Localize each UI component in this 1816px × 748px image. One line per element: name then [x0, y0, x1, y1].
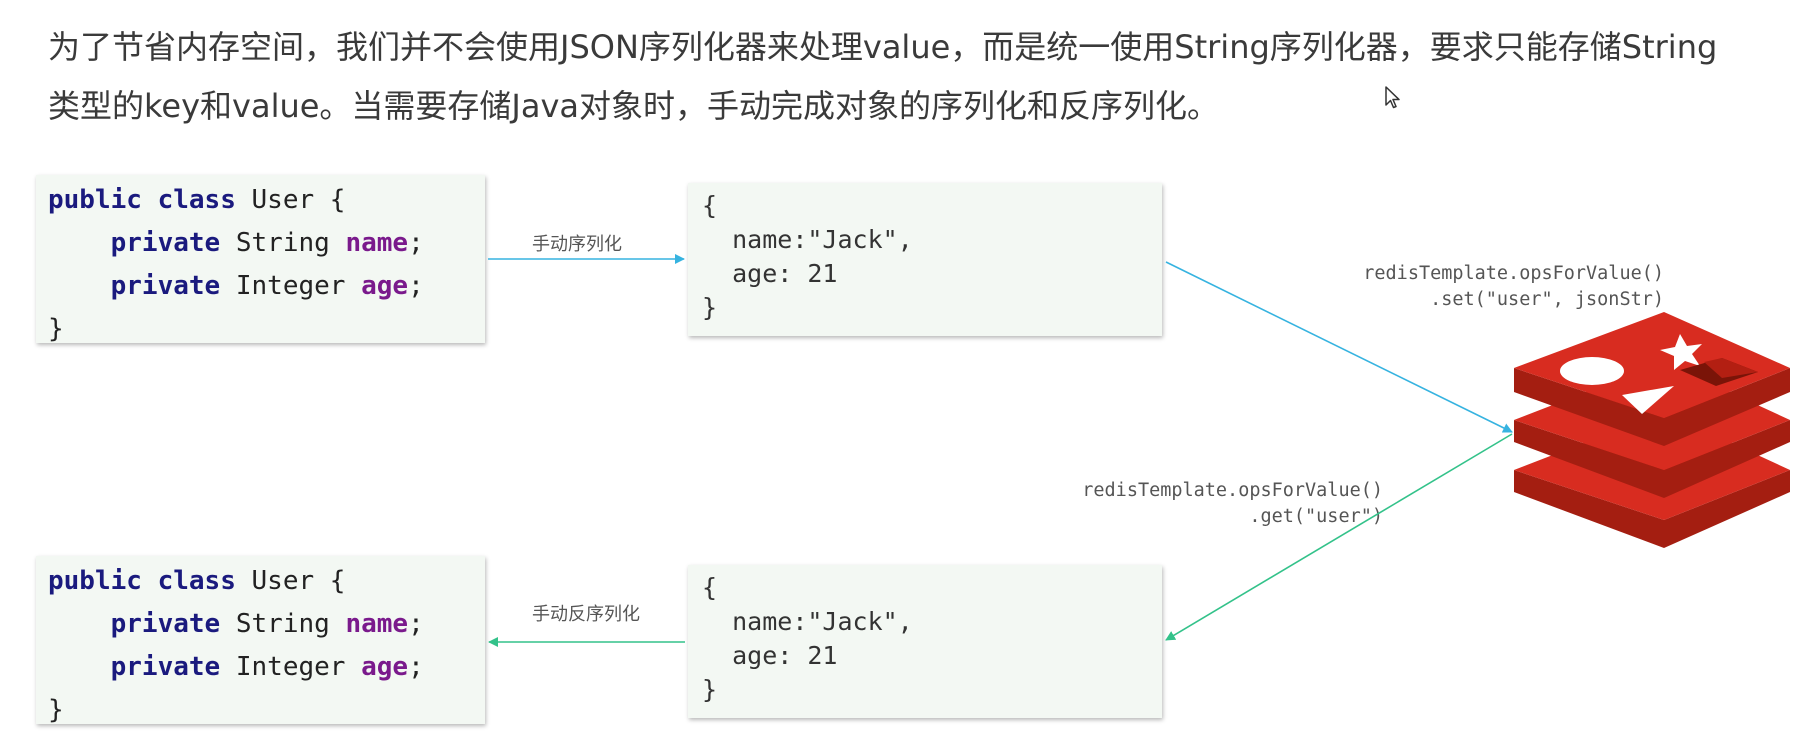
redis-logo-icon: [1514, 312, 1790, 548]
semicolon: ;: [408, 271, 424, 301]
intro-line-1: 为了节省内存空间，我们并不会使用JSON序列化器来处理value，而是统一使用S…: [48, 28, 1718, 66]
json-open-brace: {: [702, 573, 718, 602]
java-class-code: public class User { private String name;…: [48, 560, 424, 732]
field-name: age: [361, 652, 409, 682]
json-open-brace: {: [702, 191, 718, 220]
redis-set-call: redisTemplate.opsForValue() .set("user",…: [1363, 261, 1664, 313]
intro-line-2: 类型的key和value。当需要存储Java对象时，手动完成对象的序列化和反序列…: [48, 87, 1220, 125]
get-call-line-1: redisTemplate.opsForValue(): [1082, 480, 1383, 501]
field-name: name: [345, 609, 409, 639]
field-type: String: [235, 228, 330, 258]
keyword-public: public: [48, 185, 142, 215]
mouse-cursor-icon: [1385, 86, 1400, 109]
keyword-private: private: [110, 271, 221, 301]
close-brace: }: [48, 695, 64, 725]
json-age-line: age: 21: [732, 259, 838, 288]
json-name-line: name:"Jack",: [732, 607, 913, 636]
redis-get-call: redisTemplate.opsForValue() .get("user"): [1082, 478, 1383, 530]
semicolon: ;: [408, 228, 424, 258]
java-class-box-top: public class User { private String name;…: [36, 175, 485, 344]
java-class-box-bottom: public class User { private String name;…: [36, 556, 485, 725]
json-name-line: name:"Jack",: [732, 225, 913, 254]
keyword-private: private: [110, 228, 221, 258]
field-type: Integer: [235, 271, 346, 301]
keyword-class: class: [157, 185, 236, 215]
json-age-line: age: 21: [732, 641, 838, 670]
semicolon: ;: [408, 609, 424, 639]
close-brace: }: [48, 314, 64, 344]
field-name: name: [345, 228, 409, 258]
keyword-class: class: [157, 566, 236, 596]
class-name: User: [251, 185, 315, 215]
set-call-line-2: .set("user", jsonStr): [1430, 289, 1664, 310]
open-brace: {: [329, 566, 346, 596]
field-type: String: [235, 609, 330, 639]
keyword-private: private: [110, 652, 221, 682]
semicolon: ;: [408, 652, 424, 682]
deserialize-label: 手动反序列化: [532, 604, 640, 625]
java-class-code: public class User { private String name;…: [48, 179, 424, 351]
keyword-public: public: [48, 566, 142, 596]
field-type: Integer: [235, 652, 346, 682]
intro-paragraph: 为了节省内存空间，我们并不会使用JSON序列化器来处理value，而是统一使用S…: [48, 18, 1778, 136]
open-brace: {: [329, 185, 346, 215]
keyword-private: private: [110, 609, 221, 639]
json-box-top: { name:"Jack", age: 21 }: [688, 183, 1162, 336]
get-call-line-2: .get("user"): [1249, 506, 1383, 527]
serialize-label: 手动序列化: [532, 234, 622, 255]
json-close-brace: }: [702, 675, 718, 704]
json-content: { name:"Jack", age: 21 }: [702, 571, 913, 707]
field-name: age: [361, 271, 409, 301]
get-arrow: [1165, 433, 1513, 641]
json-box-bottom: { name:"Jack", age: 21 }: [688, 565, 1162, 718]
class-name: User: [251, 566, 315, 596]
json-close-brace: }: [702, 293, 718, 322]
set-arrow: [1165, 261, 1513, 433]
json-content: { name:"Jack", age: 21 }: [702, 189, 913, 325]
set-call-line-1: redisTemplate.opsForValue(): [1363, 263, 1664, 284]
